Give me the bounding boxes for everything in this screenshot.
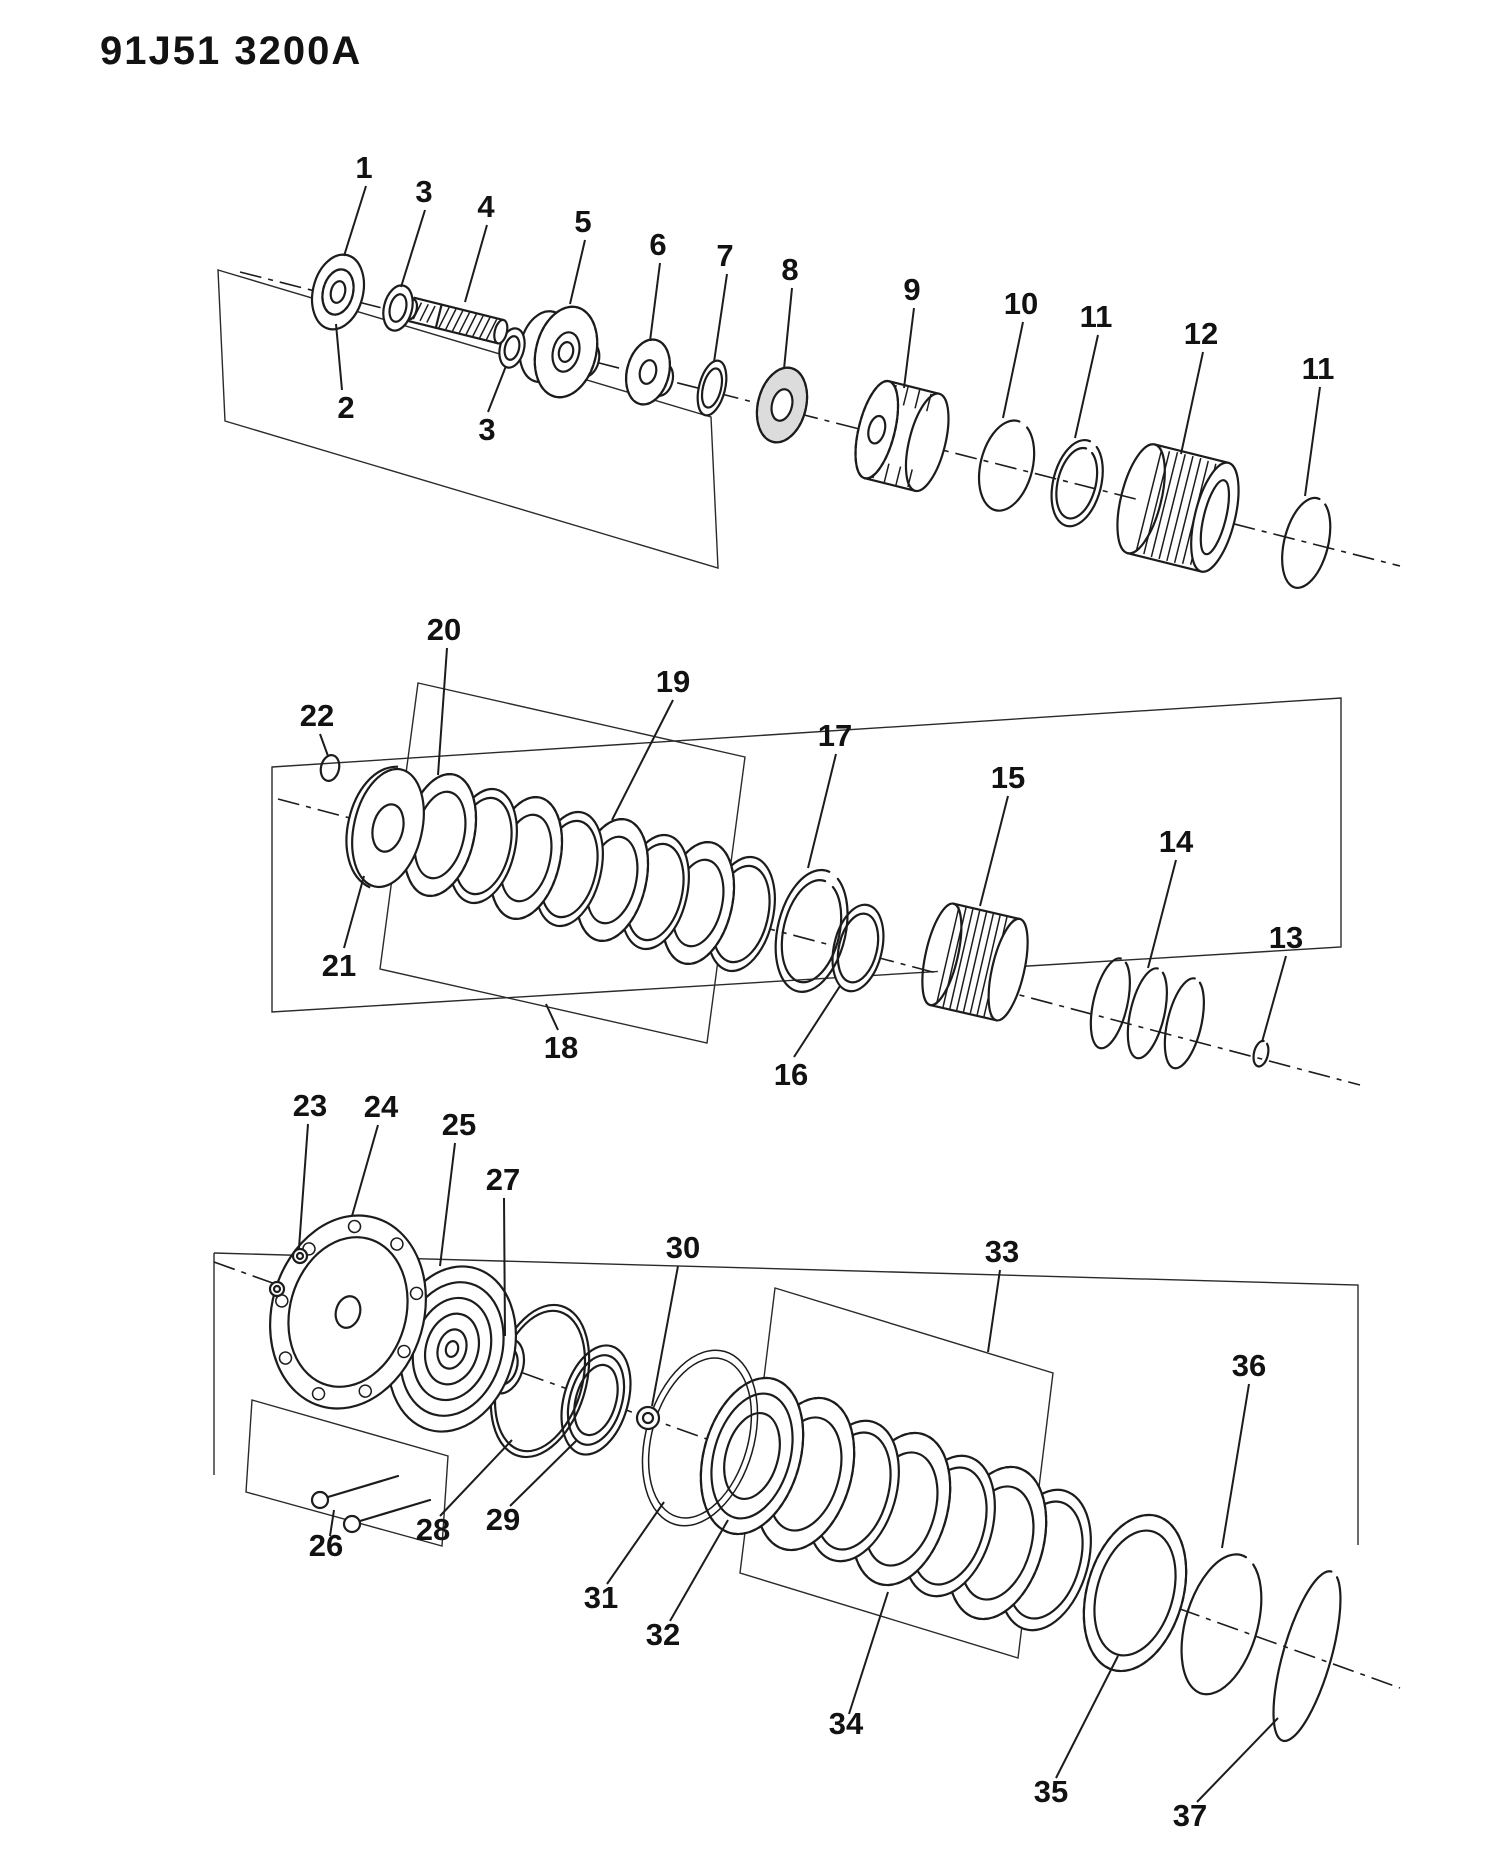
- part-23-bolts: [268, 1247, 309, 1298]
- callout-36: 36: [1232, 1348, 1266, 1383]
- callout-19: 19: [656, 664, 690, 699]
- clutch-pack-direct: [754, 1396, 1092, 1632]
- callout-23: 23: [293, 1088, 327, 1123]
- callout-28: 28: [416, 1512, 450, 1547]
- callout-13: 13: [1269, 920, 1303, 955]
- callout-37: 37: [1173, 1798, 1207, 1833]
- callout-33: 33: [985, 1234, 1019, 1269]
- pump-and-direct-clutch-assembly: [268, 1214, 1342, 1742]
- part-12-needle-bearing: [1116, 443, 1240, 573]
- callout-5: 5: [574, 204, 591, 239]
- part-17-snap-ring: [774, 868, 849, 993]
- callout-18: 18: [544, 1030, 578, 1065]
- part-9-clutch-drum: [854, 379, 950, 493]
- callout-1: 1: [355, 150, 372, 185]
- part-30-retainer-nut: [635, 1405, 661, 1431]
- callout-17: 17: [818, 718, 852, 753]
- callout-27: 27: [486, 1162, 520, 1197]
- callout-29: 29: [486, 1502, 520, 1537]
- callout-15: 15: [991, 760, 1025, 795]
- callout-20: 20: [427, 612, 461, 647]
- callout-30: 30: [666, 1230, 700, 1265]
- part-13-clip: [1252, 1039, 1270, 1068]
- callout-24: 24: [364, 1089, 399, 1124]
- part-11b-snap-ring: [1281, 496, 1332, 589]
- gear-train-assembly: [310, 253, 1332, 589]
- callout-7: 7: [716, 238, 733, 273]
- part-11a-snap-ring: [1050, 438, 1104, 528]
- part-35-pressure-plate: [1082, 1513, 1188, 1673]
- callout-31: 31: [584, 1580, 618, 1615]
- part-1-2-clutch-hub: [310, 253, 366, 331]
- figure-number: 91J51 3200A: [100, 29, 362, 73]
- callout-4: 4: [477, 189, 495, 224]
- part-22-o-ring: [319, 754, 341, 782]
- callout-22: 22: [300, 698, 334, 733]
- callout-8: 8: [781, 252, 798, 287]
- callout-34: 34: [829, 1706, 864, 1741]
- callout-labels: 1 2 3 3 4 5 6 7 8 9 10 11 11 12 13 14 15…: [293, 150, 1335, 1833]
- part-7-thrust-washer: [696, 359, 728, 417]
- part-3a-thrust-washer: [382, 284, 414, 332]
- part-21-retainer: [345, 765, 425, 889]
- callout-12: 12: [1184, 316, 1218, 351]
- callout-16: 16: [774, 1057, 808, 1092]
- part-6-sun-gear: [625, 338, 675, 406]
- callout-10: 10: [1004, 286, 1038, 321]
- part-8-planetary-gear: [755, 366, 809, 444]
- part-14-wave-springs: [1089, 957, 1205, 1070]
- callout-3a: 3: [415, 174, 432, 209]
- part-5-front-drum: [518, 305, 601, 399]
- callout-2: 2: [337, 390, 354, 425]
- part-26-bolts: [310, 1474, 432, 1534]
- part-32-clutch-plate: [699, 1376, 805, 1536]
- callout-11b: 11: [1302, 351, 1335, 386]
- leader-lines: [298, 185, 1321, 1803]
- clutch-pack-overdrive: [402, 773, 776, 973]
- callout-14: 14: [1159, 824, 1194, 859]
- callout-21: 21: [322, 948, 356, 983]
- callout-32: 32: [646, 1617, 680, 1652]
- callout-9: 9: [903, 272, 920, 307]
- part-36-snap-ring: [1180, 1553, 1263, 1696]
- callout-11a: 11: [1080, 299, 1113, 334]
- part-29-seal-ring: [560, 1344, 632, 1456]
- part-15-roller-clutch: [921, 902, 1029, 1022]
- overdrive-clutch-assembly: [319, 754, 1270, 1070]
- part-10-snap-ring: [977, 419, 1036, 512]
- callout-6: 6: [649, 227, 666, 262]
- part-16-ring: [831, 903, 885, 993]
- callout-25: 25: [442, 1107, 476, 1142]
- callout-3b: 3: [478, 412, 495, 447]
- part-37-snap-ring: [1272, 1570, 1342, 1742]
- part-4-input-shaft: [405, 296, 509, 345]
- callout-35: 35: [1034, 1774, 1068, 1809]
- callout-26: 26: [309, 1528, 343, 1563]
